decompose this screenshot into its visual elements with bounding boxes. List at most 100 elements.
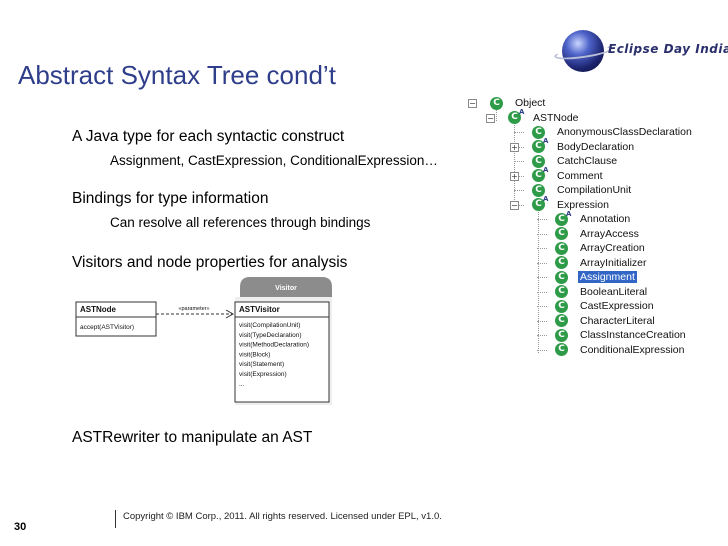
tree-connector <box>537 233 547 235</box>
tree-node-label: Assignment <box>578 271 637 283</box>
tree-node[interactable]: C ConditionalExpression <box>555 343 686 357</box>
tree-connector <box>514 132 524 133</box>
abstract-marker-icon: A <box>543 137 549 145</box>
class-icon: C <box>555 343 568 356</box>
collapse-toggle[interactable]: − <box>510 200 519 210</box>
tree-node[interactable]: C ClassInstanceCreation <box>555 328 688 342</box>
tree-connector <box>537 335 547 336</box>
class-icon: C <box>490 96 503 110</box>
tree-connector <box>537 219 547 220</box>
visitor-tab <box>240 277 332 297</box>
tree-node-label: ArrayCreation <box>580 242 645 254</box>
tree-node-label: CatchClause <box>557 155 618 167</box>
tree-connector <box>537 277 547 278</box>
class-icon: C <box>555 314 568 327</box>
tree-node[interactable]: C CharacterLiteral <box>555 314 657 328</box>
tree-node-label: Expression <box>557 198 609 211</box>
astvisitor-method: visit(CompilationUnit) <box>239 322 300 329</box>
visitor-uml-diagram: Visitor ASTNode accept(ASTVisitor) «para… <box>75 277 332 405</box>
tree-node-label: ClassInstanceCreation <box>580 329 686 341</box>
astvisitor-method: visit(Expression) <box>239 371 287 378</box>
tree-connector <box>537 349 547 351</box>
abstract-marker-icon: A <box>519 108 525 116</box>
tree-node-label: Annotation <box>580 213 631 225</box>
tree-node[interactable]: C ArrayAccess <box>555 227 641 241</box>
tree-node-label: ASTNode <box>533 111 579 124</box>
bullet-astrewriter: ASTRewriter to manipulate an AST <box>72 429 313 446</box>
bullet-java-type: A Java type for each syntactic construct <box>72 128 345 145</box>
tree-connector <box>514 146 524 148</box>
astvisitor-method: visit(Statement) <box>239 361 284 368</box>
tree-connector <box>537 262 547 264</box>
tree-connector <box>496 110 497 121</box>
astnode-class-box <box>75 301 157 337</box>
tree-node[interactable]: C Object <box>490 96 547 110</box>
tree-connector <box>537 291 547 293</box>
page-number: 30 <box>14 521 27 533</box>
tree-node[interactable]: C CatchClause <box>532 154 619 168</box>
tree-node-label: Object <box>515 97 546 109</box>
class-icon: C <box>555 227 568 240</box>
class-icon: C <box>532 125 545 139</box>
astvisitor-class-name: ASTVisitor <box>239 305 280 314</box>
tree-node-label: CompilationUnit <box>557 184 632 196</box>
sub-bullet-resolve: Can resolve all references through bindi… <box>110 215 371 230</box>
tree-node[interactable]: C Assignment <box>555 270 637 284</box>
dependency-arrowhead <box>225 309 235 319</box>
abstract-marker-icon: A <box>543 166 549 174</box>
tree-node-label: CharacterLiteral <box>580 314 655 327</box>
class-icon: C <box>532 183 545 197</box>
tree-node-label: BodyDeclaration <box>557 140 635 153</box>
expand-toggle[interactable]: + <box>510 142 519 152</box>
sub-bullet-examples: Assignment, CastExpression, ConditionalE… <box>110 153 438 168</box>
tree-node-label: ArrayAccess <box>580 227 639 240</box>
tree-node-label: AnonymousClassDeclaration <box>557 126 692 138</box>
abstract-marker-icon: A <box>566 209 572 218</box>
tree-connector <box>514 175 524 177</box>
tree-connector <box>514 124 515 208</box>
expand-toggle[interactable]: + <box>510 171 519 181</box>
copyright-notice: Copyright © IBM Corp., 2011. All rights … <box>123 511 442 522</box>
slide-title: Abstract Syntax Tree cond’t <box>18 60 336 90</box>
tree-node-label: Comment <box>557 169 603 182</box>
tree-node[interactable]: C CompilationUnit <box>532 183 633 197</box>
astnode-accept-method: accept(ASTVisitor) <box>80 324 134 331</box>
collapse-toggle[interactable]: − <box>486 113 495 123</box>
tree-node[interactable]: C AnonymousClassDeclaration <box>532 125 694 139</box>
tree-connector <box>514 161 524 162</box>
parameter-stereotype-label: «parameter» <box>178 306 209 312</box>
astvisitor-method-list: visit(CompilationUnit) visit(TypeDeclarat… <box>239 322 309 388</box>
abstract-marker-icon: A <box>543 195 549 203</box>
astnode-class-name: ASTNode <box>80 305 117 314</box>
class-icon: C <box>532 154 545 168</box>
class-icon: C <box>555 270 568 284</box>
class-icon: C <box>555 299 568 313</box>
tree-node[interactable]: C ArrayCreation <box>555 241 647 255</box>
tree-connector <box>514 190 524 191</box>
tree-connector <box>538 211 539 353</box>
globe-icon <box>562 30 604 72</box>
astvisitor-method: visit(TypeDeclaration) <box>239 332 302 339</box>
tree-connector <box>537 306 547 307</box>
class-icon: C <box>555 285 568 298</box>
tree-connector <box>514 204 524 206</box>
class-icon: C <box>555 241 568 255</box>
tree-node-label: ConditionalExpression <box>580 343 685 356</box>
tree-node-label: ArrayInitializer <box>580 256 647 269</box>
collapse-toggle[interactable]: − <box>468 99 477 108</box>
astvisitor-method: ... <box>239 381 245 388</box>
class-icon: C <box>555 328 568 342</box>
visitor-tab-label: Visitor <box>275 285 297 292</box>
